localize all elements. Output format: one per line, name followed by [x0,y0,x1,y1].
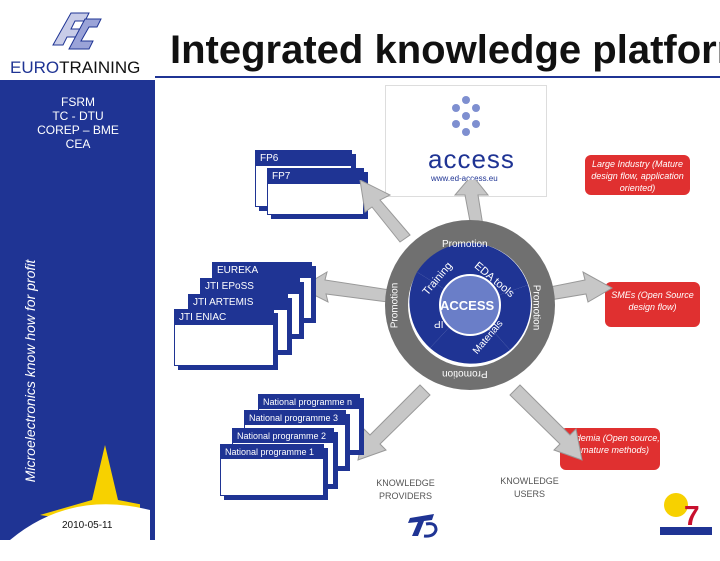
date-label: 2010-05-11 [62,520,113,531]
hub-label: ACCESS [440,298,495,313]
ring-label-left: Promotion [389,282,401,329]
logo-area: EUROTRAINING [0,0,155,80]
eurotraining-logo-icon [52,12,102,50]
central-diagram [298,180,614,461]
access-logo-icon [452,96,480,136]
partner-item: TC - DTU [52,109,104,123]
brand-suffix: TRAINING [59,58,141,77]
large-industry-note: Large Industry (Mature design flow, appl… [585,155,690,195]
fp6-label: FP6 [256,151,351,166]
knowledge-providers-label: KNOWLEDGE PROVIDERS [376,478,435,501]
jti-eposs-label: JTI EPoSS [201,279,299,294]
sidebar [0,0,155,540]
jti-artemis-label: JTI ARTEMIS [189,295,287,310]
national-n-label: National programme n [259,395,359,409]
brand-name: EUROTRAINING [10,58,140,78]
arrow-fp-icon [359,180,411,243]
partner-item: FSRM [61,95,95,109]
brand-prefix: EURO [10,58,60,77]
fp7-logo: 7 [656,487,716,537]
access-logo: access www.ed-access.eu [385,85,547,197]
access-hub [439,274,501,336]
national-2-label: National programme 2 [233,429,333,443]
ring-label-top: Promotion [442,239,488,250]
arrow-down-right-icon [509,384,583,461]
header-divider [155,76,720,78]
knowledge-users-label: KNOWLEDGE USERS [500,476,559,499]
fp7-label: FP7 [268,169,363,184]
eureka-label: EUREKA [213,263,311,278]
national-1-label: National programme 1 [221,445,323,459]
partner-item: CEA [65,137,91,151]
jti-eniac-card: JTI ENIAC [174,309,274,366]
jti-eniac-label: JTI ENIAC [175,310,273,325]
access-logo-text: access [428,144,515,174]
smes-note: SMEs (Open Source design flow) [605,282,700,327]
white-wave-decoration [10,504,150,540]
page-title: Integrated knowledge platform [170,28,720,72]
svg-text:7: 7 [684,500,700,531]
partner-item: COREP – BME [37,123,119,137]
fp7-card: FP7 [267,168,364,215]
tc-logo-icon [408,514,438,538]
arrow-left-icon [298,270,391,303]
ring-label-right: Promotion [530,284,542,331]
arrow-down-left-icon [357,384,431,461]
national-3-label: National programme 3 [245,411,345,425]
fp7-cooperation-icon: 7 [660,493,712,535]
national-1-card: National programme 1 [220,444,324,496]
access-logo-url: www.ed-access.eu [431,174,498,183]
ring-label-bottom: Promotion [442,368,488,379]
segment-ip: IP [434,318,444,329]
partner-list: FSRM TC - DTU COREP – BME CEA [18,95,138,151]
